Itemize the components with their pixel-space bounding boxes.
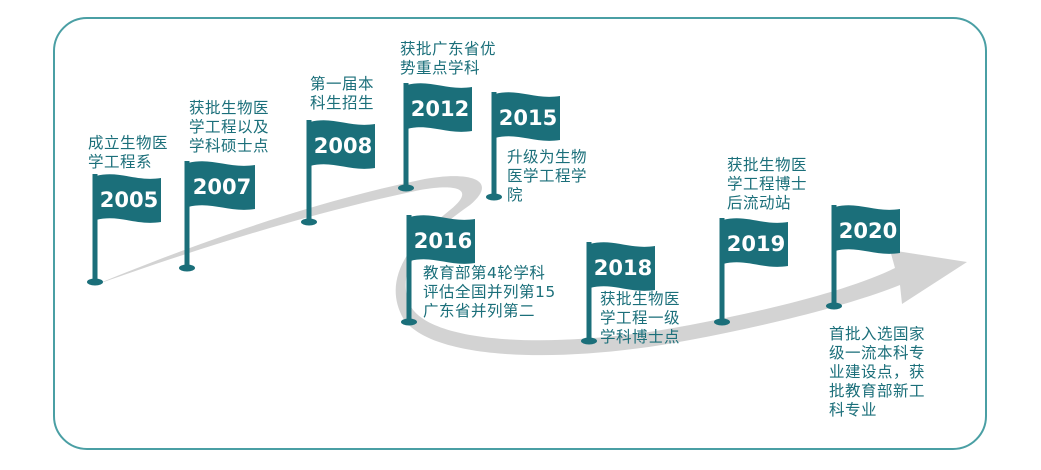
timeline-frame [53,17,987,450]
flag-base [87,278,103,286]
flag-cloth [96,174,161,223]
flag-pole [403,83,409,186]
flag-cloth [590,242,655,291]
milestone-caption-2007: 获批生物医 学工程以及 学科硕士点 [189,99,270,155]
flag-pole [306,120,312,220]
flag-cloth [410,215,475,264]
flag-base [826,302,842,310]
flag-year-label: 2008 [314,134,372,158]
flag-year-label: 2018 [594,256,652,280]
milestone-flag-2016: 2016 [401,215,475,326]
flag-year-label: 2007 [193,175,251,199]
milestone-flag-2007: 2007 [179,161,255,272]
flag-base [301,218,317,226]
flag-year-label: 2016 [414,229,472,253]
flag-cloth [310,120,375,169]
flag-cloth [407,83,472,132]
flag-pole [406,215,412,320]
flag-pole [184,161,190,266]
milestone-caption-2008: 第一届本 科生招生 [310,75,375,112]
flag-pole [586,242,592,339]
flag-cloth [495,92,560,141]
flag-cloth [835,205,900,254]
flag-year-label: 2012 [411,97,469,121]
milestone-caption-2020: 首批入选国家 级一流本科专 业建设点，获 批教育部新工 科专业 [829,325,926,419]
flag-pole [831,205,837,304]
flag-pole [92,174,98,280]
flag-pole [491,92,497,195]
milestone-flag-2018: 2018 [581,242,655,345]
flag-year-label: 2020 [839,219,897,243]
milestone-flag-2019: 2019 [714,218,788,326]
flag-base [581,337,597,345]
flag-cloth [188,161,255,210]
milestone-flag-2012: 2012 [398,83,472,192]
milestone-flag-2008: 2008 [301,120,375,226]
flag-base [714,318,730,326]
flag-year-label: 2005 [100,188,158,212]
milestone-flag-2015: 2015 [486,92,560,201]
flag-base [486,193,502,201]
milestone-flag-2005: 2005 [87,174,161,286]
milestone-caption-2016: 教育部第4轮学科 评估全国并列第15 广东省并列第二 [423,264,556,320]
flag-year-label: 2019 [727,232,785,256]
milestone-caption-2012: 获批广东省优 势重点学科 [400,40,497,77]
flag-pole [719,218,725,320]
milestone-flag-2020: 2020 [826,205,900,310]
flag-base [398,184,414,192]
milestone-caption-2018: 获批生物医 学工程一级 学科博士点 [600,290,681,346]
flag-base [179,264,195,272]
milestone-caption-2015: 升级为生物 医学工程学 院 [507,148,588,204]
milestone-caption-2019: 获批生物医 学工程博士 后流动站 [727,156,808,212]
milestone-caption-2005: 成立生物医 学工程系 [88,134,169,171]
flag-base [401,318,417,326]
flag-year-label: 2015 [499,106,557,130]
flag-cloth [723,218,788,267]
